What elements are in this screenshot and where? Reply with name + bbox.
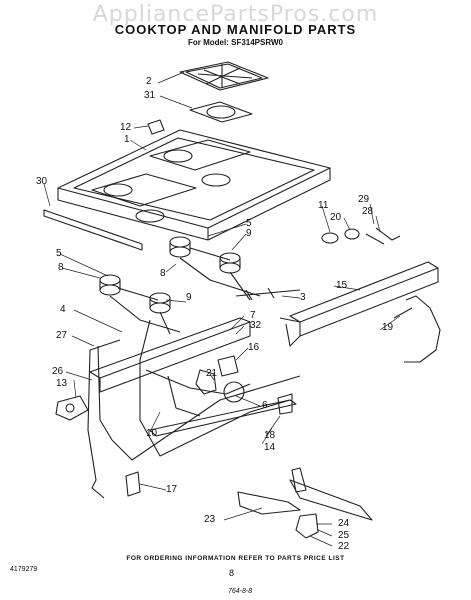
callout-13: 13 [56,378,68,389]
callout-22: 22 [338,541,350,552]
callout-30: 30 [36,176,48,187]
callout-5-left: 5 [56,248,62,259]
burner-heads [99,236,241,314]
page-number: 8 [229,568,235,578]
callout-8-mid: 8 [160,268,166,279]
callout-10: 10 [146,428,158,439]
callout-1: 1 [124,134,130,145]
callout-5-top: 5 [246,218,252,229]
model-number: For Model: SF314PSRW0 [188,38,283,47]
callout-9-top: 9 [246,228,252,239]
callout-12: 12 [120,122,132,133]
document-number: 4179279 [10,566,38,573]
callout-6: 6 [262,400,268,411]
callout-11: 11 [318,200,329,211]
callout-3: 3 [300,292,306,303]
callout-24: 24 [338,518,350,529]
callout-4: 4 [60,304,66,315]
callout-16: 16 [248,342,260,353]
callout-31: 31 [144,90,156,101]
callout-17: 17 [166,484,178,495]
callout-23: 23 [204,514,216,525]
callout-21: 21 [206,368,218,379]
grate-gasket [189,101,253,123]
callout-7: 7 [250,310,256,321]
callout-32: 32 [250,320,262,331]
diagram-title: COOKTOP AND MANIFOLD PARTS [114,22,357,37]
callout-28: 28 [362,206,374,217]
burner-grate [179,61,269,91]
callout-18: 18 [264,430,276,441]
callout-2: 2 [146,76,152,87]
callout-29: 29 [358,194,370,205]
callout-19: 19 [382,322,394,333]
watermark: AppliancePartsPros.com [92,2,379,27]
manifold-pipe [279,261,439,347]
callout-8-left: 8 [58,262,64,273]
diagram-code: 764-8-8 [228,588,253,595]
callout-14: 14 [264,442,276,453]
callout-20: 20 [330,212,342,223]
cooktop-panel [57,129,331,241]
callout-26: 26 [52,366,64,377]
ordering-info: FOR ORDERING INFORMATION REFER TO PARTS … [126,555,345,562]
callout-27: 27 [56,330,68,341]
callout-9-mid: 9 [186,292,192,303]
callout-15: 15 [336,280,348,291]
callout-25: 25 [338,530,350,541]
